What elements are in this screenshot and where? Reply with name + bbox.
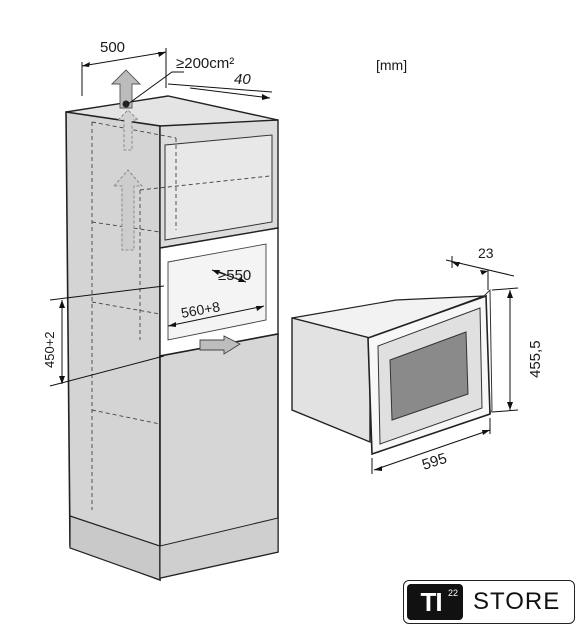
- vent-arrow-mid: [113, 169, 143, 251]
- unit-label: [mm]: [376, 57, 407, 73]
- label-niche-height: 450+2: [42, 331, 57, 368]
- label-oven-depth-offset: 23: [478, 245, 494, 261]
- cabinet-plinth: [69, 515, 161, 581]
- vent-arrow-top: [110, 69, 142, 109]
- oven-dimensions: [371, 256, 519, 474]
- label-width-top: 500: [100, 39, 125, 56]
- logo-ti-text: TI: [420, 586, 442, 617]
- oven-window: [389, 331, 469, 421]
- logo-mark: TI 22: [407, 584, 463, 620]
- label-oven-width: 595: [420, 450, 449, 474]
- upper-compartment: [164, 134, 273, 241]
- air-intake-arrow: [199, 335, 241, 355]
- oven-unit: [291, 288, 493, 456]
- plinth-front: [159, 517, 279, 579]
- label-niche-width: 560+8: [180, 298, 222, 321]
- tall-cabinet: [65, 69, 279, 582]
- label-vent-area: ≥200cm²: [176, 55, 234, 72]
- vent-arrow-low: [117, 109, 139, 151]
- label-rear-gap: 40: [234, 71, 251, 88]
- oven-side: [291, 317, 371, 444]
- cabinet-left-side: [65, 111, 161, 582]
- niche-interior: [167, 243, 267, 341]
- label-oven-height: 455,5: [527, 340, 544, 378]
- logo-store-text: STORE: [473, 588, 561, 615]
- vent-opening-dot: [122, 100, 130, 108]
- cabinet-dimensions: [49, 48, 273, 387]
- logo-number: 22: [447, 588, 458, 598]
- label-niche-depth: ≥550: [218, 267, 251, 284]
- store-logo: TI 22 STORE: [403, 580, 575, 624]
